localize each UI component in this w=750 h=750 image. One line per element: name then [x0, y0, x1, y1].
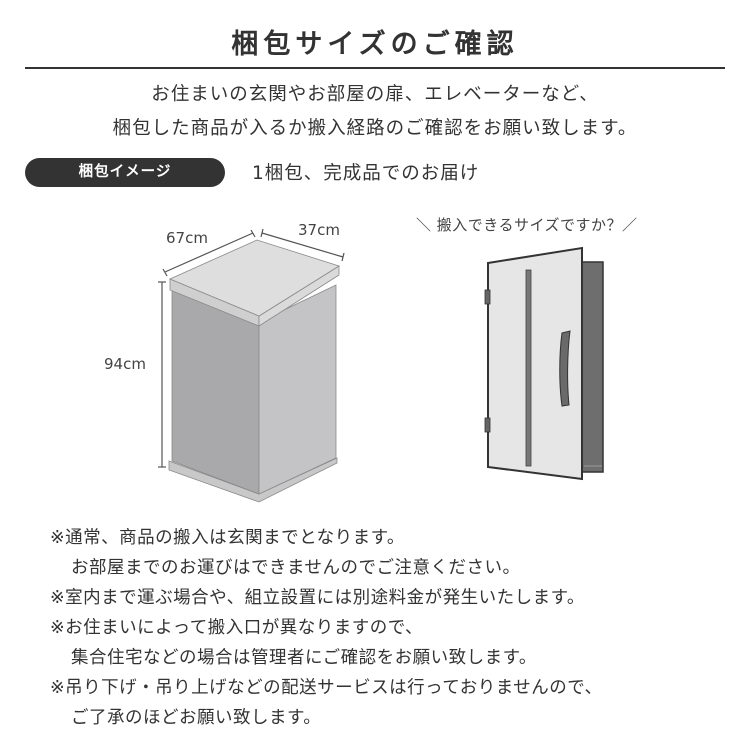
intro-line-2: 梱包した商品が入るか搬入経路のご確認をお願い致します。 [112, 118, 638, 139]
note-line: ご了承のほどお願い致します。 [71, 708, 322, 728]
note-line: ※室内まで運ぶ場合や、組立設置には別途料金が発生いたします。 [50, 588, 585, 608]
note-line: ※通常、商品の搬入は玄関までとなります。 [50, 528, 405, 548]
package-description: 1梱包、完成品でのお届け [252, 163, 480, 184]
package-image-badge: 梱包イメージ [25, 158, 225, 187]
door-icon [484, 246, 604, 481]
door-question-text: ＼ 搬入できるサイズですか？／ [416, 216, 638, 234]
note-line: ※お住まいによって搬入口が異なりますので、 [50, 618, 424, 638]
package-box-icon [158, 228, 345, 503]
note-line: ※吊り下げ・吊り上げなどの配送サービスは行っておりませんので、 [50, 678, 603, 698]
width-dimension-label: 67cm [166, 229, 208, 247]
notes-list: ※通常、商品の搬入は玄関までとなります。 お部屋までのお運びはできませんのでご注… [50, 523, 603, 733]
title-divider [25, 67, 725, 69]
depth-dimension-label: 37cm [298, 221, 340, 239]
note-line: お部屋までのお運びはできませんのでご注意ください。 [71, 558, 521, 578]
intro-line-1: お住まいの玄関やお部屋の扉、エレベーターなど、 [151, 84, 599, 105]
note-line: 集合住宅などの場合は管理者にご確認をお願い致します。 [71, 648, 537, 668]
height-dimension-label: 94cm [104, 355, 146, 373]
page-title: 梱包サイズのご確認 [231, 29, 519, 60]
